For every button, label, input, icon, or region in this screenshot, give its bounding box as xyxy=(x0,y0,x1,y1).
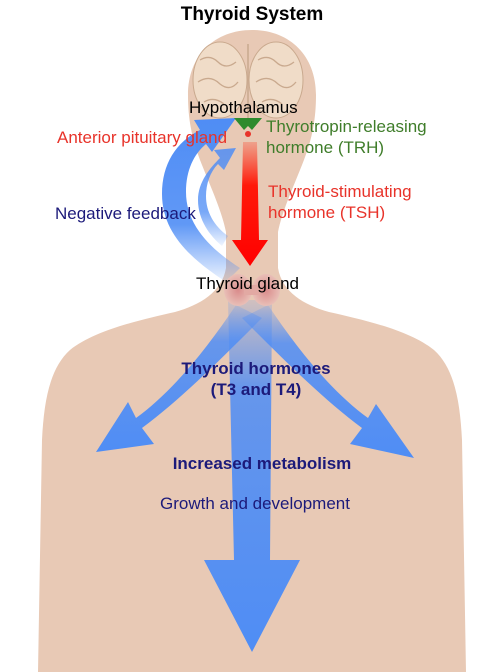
hormone-effect-arrows xyxy=(96,300,414,652)
increased-metabolism-label: Increased metabolism xyxy=(172,454,352,473)
anterior-pituitary-label: Anterior pituitary gland xyxy=(57,128,228,147)
thyroid-gland-illustration xyxy=(224,274,280,306)
hypothalamus-marker xyxy=(234,118,262,130)
thyroid-hormones-label-line1: Thyroid hormones xyxy=(181,359,331,378)
pituitary-dot xyxy=(245,131,251,137)
brain-illustration xyxy=(192,41,304,119)
tsh-label-line1: Thyroid-stimulating xyxy=(268,182,412,201)
negative-feedback-arrow xyxy=(162,118,240,282)
right-arrow xyxy=(242,305,414,458)
negative-feedback-label: Negative feedback xyxy=(55,204,196,223)
thyroid-gland-label: Thyroid gland xyxy=(196,274,300,293)
trh-label-line2: hormone (TRH) xyxy=(266,138,385,157)
down-arrow xyxy=(204,300,300,652)
tsh-arrow xyxy=(232,142,268,266)
hypothalamus-label: Hypothalamus xyxy=(189,98,298,117)
thyroid-hormones-label-line2: (T3 and T4) xyxy=(210,380,302,399)
trh-label-line1: Thyrotropin-releasing xyxy=(266,117,427,136)
page-title: Thyroid System xyxy=(180,4,324,25)
growth-development-label: Growth and development xyxy=(160,494,350,513)
tsh-label-line2: hormone (TSH) xyxy=(268,203,386,222)
left-arrow xyxy=(96,305,262,452)
